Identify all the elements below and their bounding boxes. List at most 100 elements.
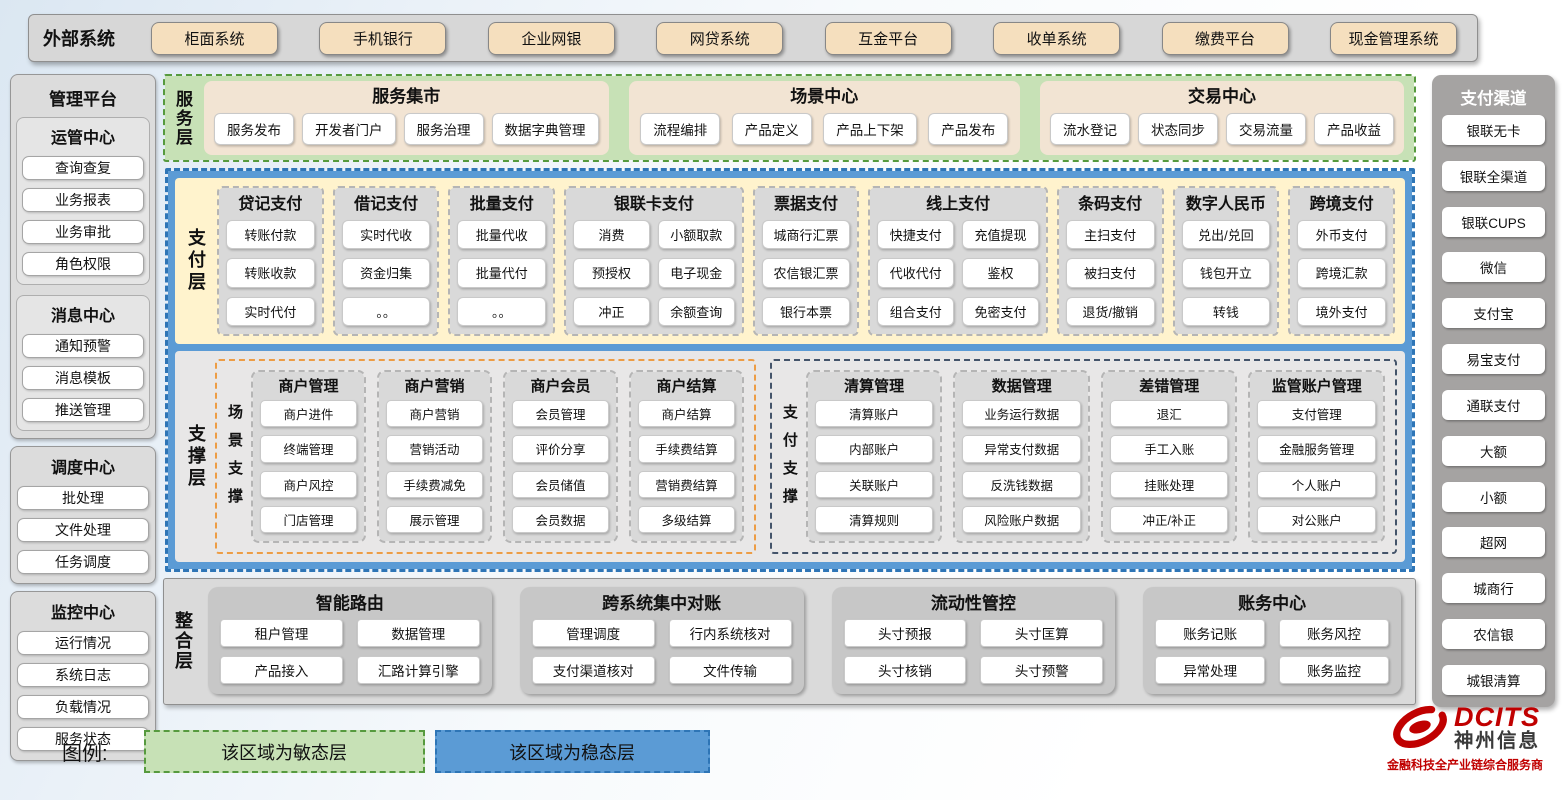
payment-item[interactable]: 转账付款: [226, 220, 315, 250]
payment-item[interactable]: 组合支付: [877, 296, 955, 326]
support-item[interactable]: 商户结算: [637, 400, 735, 428]
external-system-button[interactable]: 现金管理系统: [1329, 21, 1457, 55]
support-item[interactable]: 支付管理: [1257, 400, 1376, 428]
sidebar-item[interactable]: 批处理: [17, 486, 149, 510]
payment-channel-button[interactable]: 微信: [1442, 252, 1545, 283]
payment-item[interactable]: 实时代付: [226, 296, 315, 326]
integration-item[interactable]: 行内系统核对: [668, 619, 792, 647]
support-item[interactable]: 展示管理: [385, 505, 483, 533]
payment-item[interactable]: 资金归集: [341, 258, 431, 288]
payment-item[interactable]: 农信银汇票: [761, 258, 851, 288]
support-item[interactable]: 清算规则: [814, 505, 934, 533]
support-item[interactable]: 冲正/补正: [1109, 505, 1229, 533]
payment-channel-button[interactable]: 易宝支付: [1442, 344, 1545, 375]
support-item[interactable]: 退汇: [1109, 400, 1229, 428]
payment-item[interactable]: 境外支付: [1297, 296, 1386, 326]
integration-item[interactable]: 头寸匡算: [980, 619, 1104, 647]
integration-item[interactable]: 异常处理: [1155, 656, 1266, 684]
sidebar-item[interactable]: 角色权限: [22, 252, 144, 276]
payment-channel-button[interactable]: 农信银: [1442, 619, 1545, 650]
support-item[interactable]: 会员数据: [511, 505, 609, 533]
payment-item[interactable]: 实时代收: [341, 220, 431, 250]
support-item[interactable]: 风险账户数据: [962, 505, 1081, 533]
support-item[interactable]: 营销费结算: [637, 470, 735, 498]
support-item[interactable]: 营销活动: [385, 435, 483, 463]
service-item[interactable]: 状态同步: [1138, 112, 1218, 145]
external-system-button[interactable]: 网贷系统: [656, 21, 784, 55]
payment-item[interactable]: 预授权: [573, 258, 650, 288]
support-item[interactable]: 关联账户: [814, 470, 934, 498]
support-item[interactable]: 商户营销: [385, 400, 483, 428]
integration-item[interactable]: 头寸预报: [843, 619, 967, 647]
payment-item[interactable]: 批量代收: [457, 220, 547, 250]
integration-item[interactable]: 文件传输: [668, 656, 792, 684]
integration-item[interactable]: 账务风控: [1279, 619, 1390, 647]
support-item[interactable]: 金融服务管理: [1257, 435, 1376, 463]
payment-item[interactable]: 。。: [341, 296, 431, 326]
payment-item[interactable]: 钱包开立: [1181, 258, 1271, 288]
service-item[interactable]: 产品发布: [928, 112, 1009, 145]
integration-item[interactable]: 账务记账: [1155, 619, 1266, 647]
payment-item[interactable]: 免密支付: [962, 296, 1039, 326]
sidebar-item[interactable]: 查询查复: [22, 156, 144, 180]
support-item[interactable]: 异常支付数据: [962, 435, 1081, 463]
payment-channel-button[interactable]: 银联全渠道: [1442, 160, 1545, 191]
sidebar-item[interactable]: 消息模板: [22, 366, 144, 390]
service-item[interactable]: 产品定义: [731, 112, 812, 145]
service-item[interactable]: 数据字典管理: [491, 112, 599, 145]
support-item[interactable]: 业务运行数据: [962, 400, 1081, 428]
sidebar-item[interactable]: 任务调度: [17, 550, 149, 574]
payment-item[interactable]: 银行本票: [761, 296, 851, 326]
support-item[interactable]: 评价分享: [511, 435, 609, 463]
payment-channel-button[interactable]: 城银清算: [1442, 664, 1545, 695]
sidebar-item[interactable]: 推送管理: [22, 398, 144, 422]
service-item[interactable]: 产品上下架: [823, 112, 917, 145]
payment-item[interactable]: 。。: [457, 296, 547, 326]
external-system-button[interactable]: 手机银行: [319, 21, 447, 55]
payment-item[interactable]: 被扫支付: [1065, 258, 1155, 288]
payment-item[interactable]: 主扫支付: [1065, 220, 1155, 250]
integration-item[interactable]: 账务监控: [1279, 656, 1390, 684]
service-item[interactable]: 服务发布: [214, 112, 294, 145]
support-item[interactable]: 个人账户: [1257, 470, 1376, 498]
payment-item[interactable]: 消费: [573, 220, 650, 250]
payment-item[interactable]: 冲正: [573, 296, 650, 326]
service-item[interactable]: 交易流量: [1226, 112, 1306, 145]
integration-item[interactable]: 产品接入: [220, 656, 343, 684]
sidebar-item[interactable]: 运行情况: [17, 631, 149, 655]
sidebar-item[interactable]: 业务审批: [22, 220, 144, 244]
support-item[interactable]: 手续费结算: [637, 435, 735, 463]
external-system-button[interactable]: 收单系统: [993, 21, 1121, 55]
support-item[interactable]: 挂账处理: [1109, 470, 1229, 498]
integration-item[interactable]: 数据管理: [356, 619, 480, 647]
payment-item[interactable]: 转账收款: [226, 258, 315, 288]
payment-item[interactable]: 小额取款: [657, 220, 735, 250]
external-system-button[interactable]: 互金平台: [824, 21, 952, 55]
support-item[interactable]: 对公账户: [1257, 505, 1376, 533]
external-system-button[interactable]: 柜面系统: [151, 21, 278, 55]
service-item[interactable]: 流水登记: [1050, 112, 1130, 145]
payment-channel-button[interactable]: 银联无卡: [1442, 115, 1545, 145]
integration-item[interactable]: 租户管理: [220, 619, 343, 647]
service-item[interactable]: 开发者门户: [302, 112, 396, 145]
payment-item[interactable]: 余额查询: [657, 296, 735, 326]
payment-channel-button[interactable]: 超网: [1442, 527, 1545, 558]
support-item[interactable]: 商户进件: [260, 400, 357, 428]
payment-item[interactable]: 兑出/兑回: [1181, 220, 1271, 250]
sidebar-item[interactable]: 通知预警: [22, 334, 144, 358]
payment-item[interactable]: 退货/撤销: [1065, 296, 1155, 326]
payment-channel-button[interactable]: 通联支付: [1442, 389, 1545, 420]
integration-item[interactable]: 支付渠道核对: [531, 656, 655, 684]
payment-channel-button[interactable]: 小额: [1442, 481, 1545, 512]
payment-channel-button[interactable]: 银联CUPS: [1442, 206, 1545, 237]
service-item[interactable]: 服务治理: [403, 112, 484, 145]
sidebar-item[interactable]: 文件处理: [17, 518, 149, 542]
sidebar-item[interactable]: 系统日志: [17, 663, 149, 687]
payment-item[interactable]: 充值提现: [962, 220, 1039, 250]
support-item[interactable]: 手续费减免: [385, 470, 483, 498]
support-item[interactable]: 手工入账: [1109, 435, 1229, 463]
payment-channel-button[interactable]: 支付宝: [1442, 298, 1545, 329]
integration-item[interactable]: 头寸核销: [843, 656, 967, 684]
support-item[interactable]: 清算账户: [814, 400, 934, 428]
payment-item[interactable]: 批量代付: [457, 258, 547, 288]
